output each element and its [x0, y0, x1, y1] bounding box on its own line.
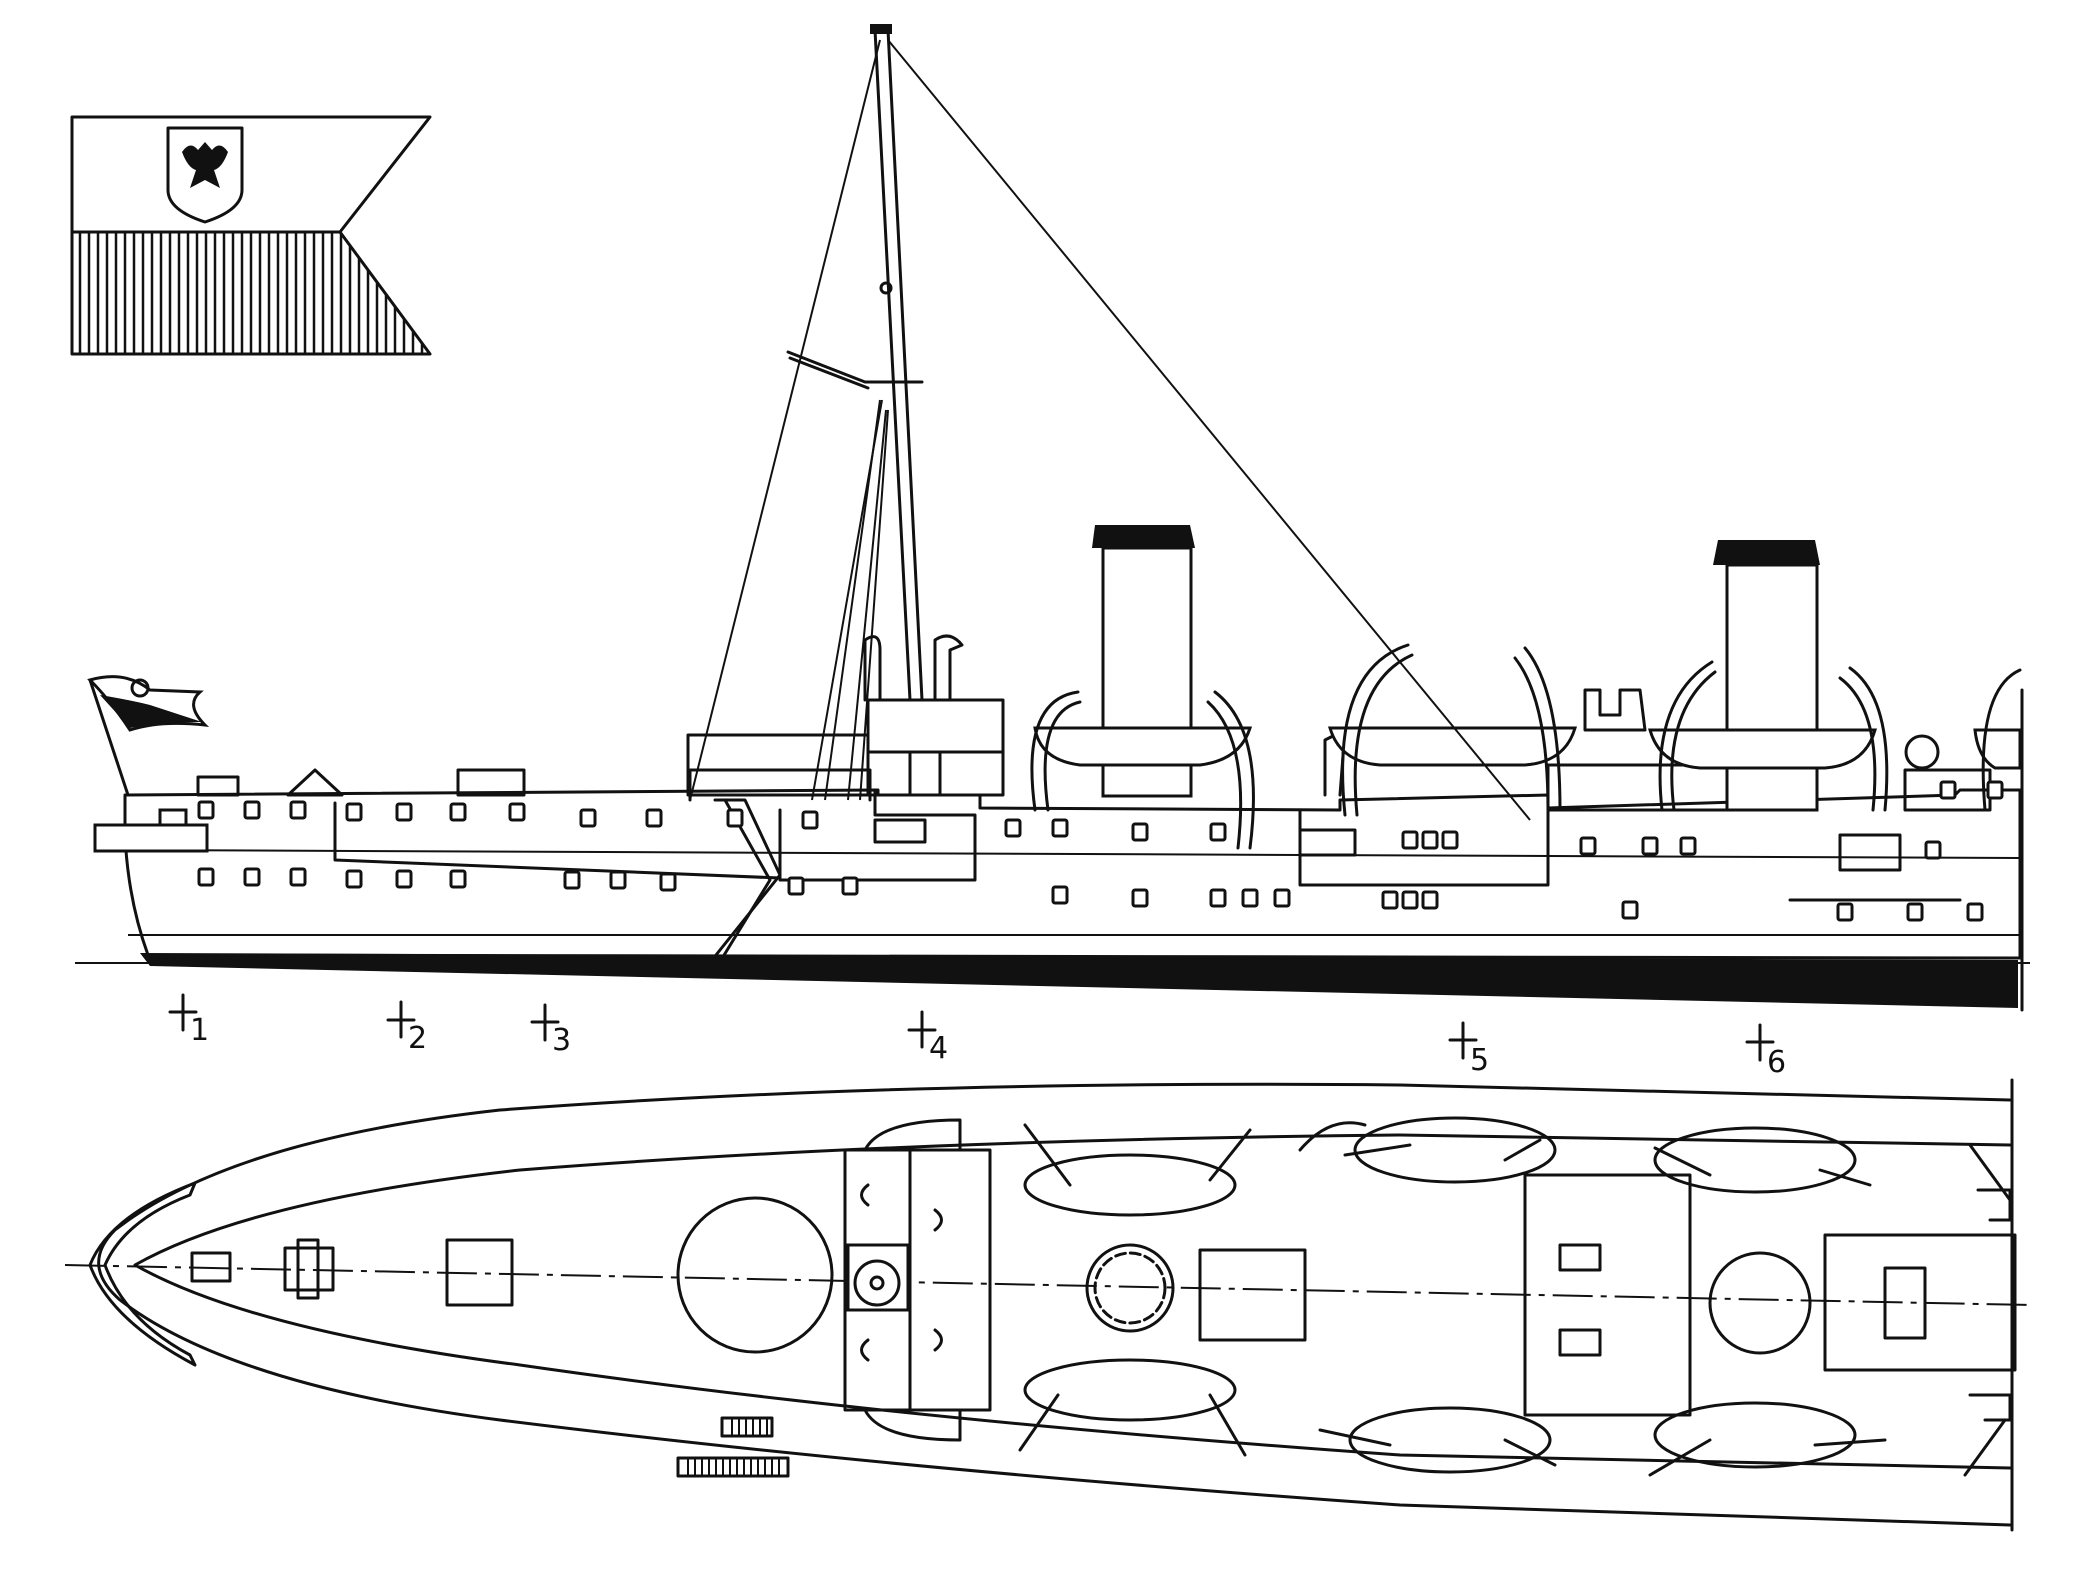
porthole [1381, 890, 1399, 910]
porthole [1966, 902, 1984, 922]
porthole [1209, 888, 1227, 908]
marker-label-6: 6 [1767, 1045, 1786, 1080]
porthole [1131, 822, 1149, 842]
porthole [1273, 888, 1291, 908]
porthole [1679, 836, 1697, 856]
porthole [197, 800, 215, 820]
hull [123, 788, 2022, 960]
boot-topping [140, 953, 2018, 1008]
porthole [1906, 902, 1924, 922]
side-profile [75, 24, 2030, 1012]
porthole [345, 802, 363, 822]
porthole [659, 872, 677, 892]
plan-centerline [64, 1264, 2031, 1306]
marker-label-4: 4 [929, 1031, 948, 1066]
marker-label-1: 1 [190, 1013, 209, 1048]
marker-4: 4 [907, 1010, 948, 1066]
porthole [1051, 818, 1069, 838]
mast [689, 24, 1531, 821]
marker-5: 5 [1448, 1021, 1489, 1078]
porthole [1401, 830, 1419, 850]
porthole [395, 802, 413, 822]
porthole [1004, 818, 1022, 838]
porthole [197, 867, 215, 887]
ensign-flag [70, 115, 432, 356]
porthole [1401, 890, 1419, 910]
marker-label-5: 5 [1470, 1043, 1489, 1078]
porthole [1924, 840, 1942, 860]
porthole [1421, 890, 1439, 910]
plan-hull-outline [97, 1082, 2012, 1527]
porthole [1051, 885, 1069, 905]
porthole [801, 810, 819, 830]
marker-3: 3 [530, 1003, 571, 1058]
marker-1: 1 [168, 993, 209, 1048]
porthole [1621, 900, 1639, 920]
porthole [1241, 888, 1259, 908]
marker-6: 6 [1745, 1023, 1786, 1080]
porthole [1421, 830, 1439, 850]
porthole [449, 802, 467, 822]
portholes [197, 780, 2004, 922]
porthole [1939, 780, 1957, 800]
porthole [289, 800, 307, 820]
marker-label-3: 3 [552, 1023, 571, 1058]
eagle-shield-icon [166, 126, 244, 224]
stern-ensign [87, 675, 210, 797]
porthole [609, 870, 627, 890]
porthole [449, 869, 467, 889]
porthole [645, 808, 663, 828]
davits [1030, 643, 2022, 850]
porthole [563, 870, 581, 890]
porthole [243, 867, 261, 887]
porthole [1836, 902, 1854, 922]
porthole [726, 808, 744, 828]
marker-2: 2 [386, 1000, 427, 1056]
porthole [1641, 836, 1659, 856]
porthole [1131, 888, 1149, 908]
porthole [345, 869, 363, 889]
plan-view [64, 1078, 2031, 1532]
porthole [787, 876, 805, 896]
porthole [1579, 836, 1597, 856]
porthole [289, 867, 307, 887]
porthole [579, 808, 597, 828]
porthole [1986, 780, 2004, 800]
porthole [1209, 822, 1227, 842]
porthole [243, 800, 261, 820]
porthole [841, 876, 859, 896]
flag-stripes [78, 232, 424, 354]
side-ladders [687, 1418, 780, 1476]
porthole [395, 869, 413, 889]
porthole [508, 802, 526, 822]
station-markers: 1 2 3 4 5 6 [168, 993, 1786, 1080]
porthole [1441, 830, 1459, 850]
marker-label-2: 2 [408, 1021, 427, 1056]
